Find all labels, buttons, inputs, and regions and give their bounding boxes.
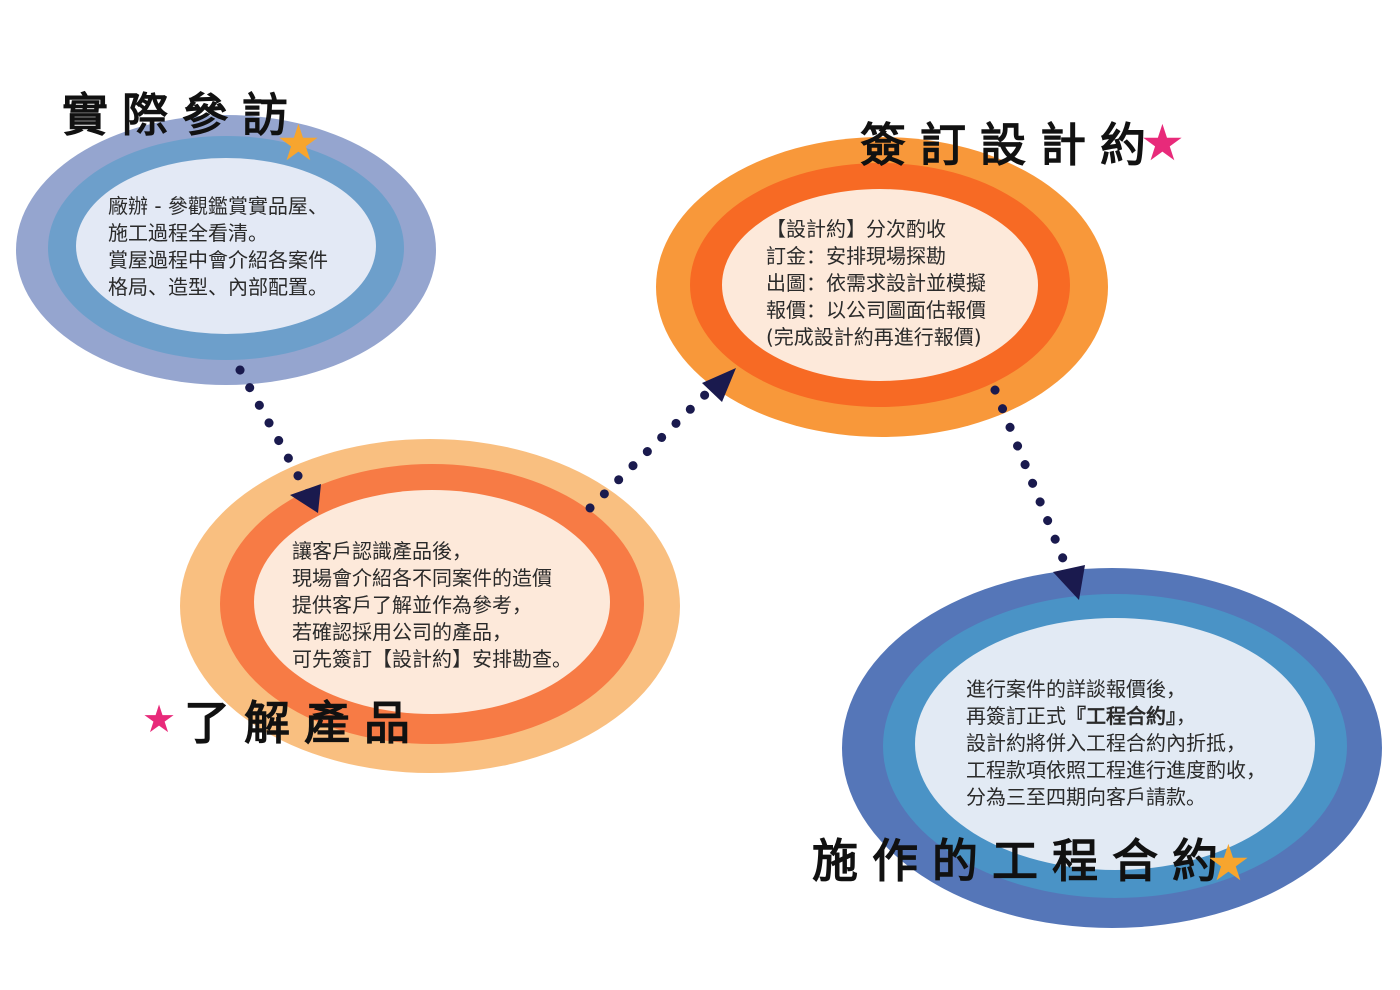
arrowhead-product — [290, 484, 321, 513]
contract-inner-ring — [915, 618, 1315, 870]
product-inner-ring — [254, 490, 610, 714]
arrowhead-design — [702, 368, 736, 402]
visit-inner-ring — [76, 158, 376, 334]
step-visit-ellipse — [16, 115, 436, 385]
connector-product-to-design — [585, 368, 736, 513]
connector-design-to-contract — [990, 385, 1085, 600]
step-product-ellipse — [180, 439, 680, 773]
connector-visit-to-product — [235, 365, 321, 513]
step-contract-ellipse — [842, 568, 1382, 928]
step-design-ellipse — [656, 137, 1108, 437]
design-inner-ring — [722, 189, 1038, 381]
arrowhead-contract — [1053, 565, 1085, 600]
